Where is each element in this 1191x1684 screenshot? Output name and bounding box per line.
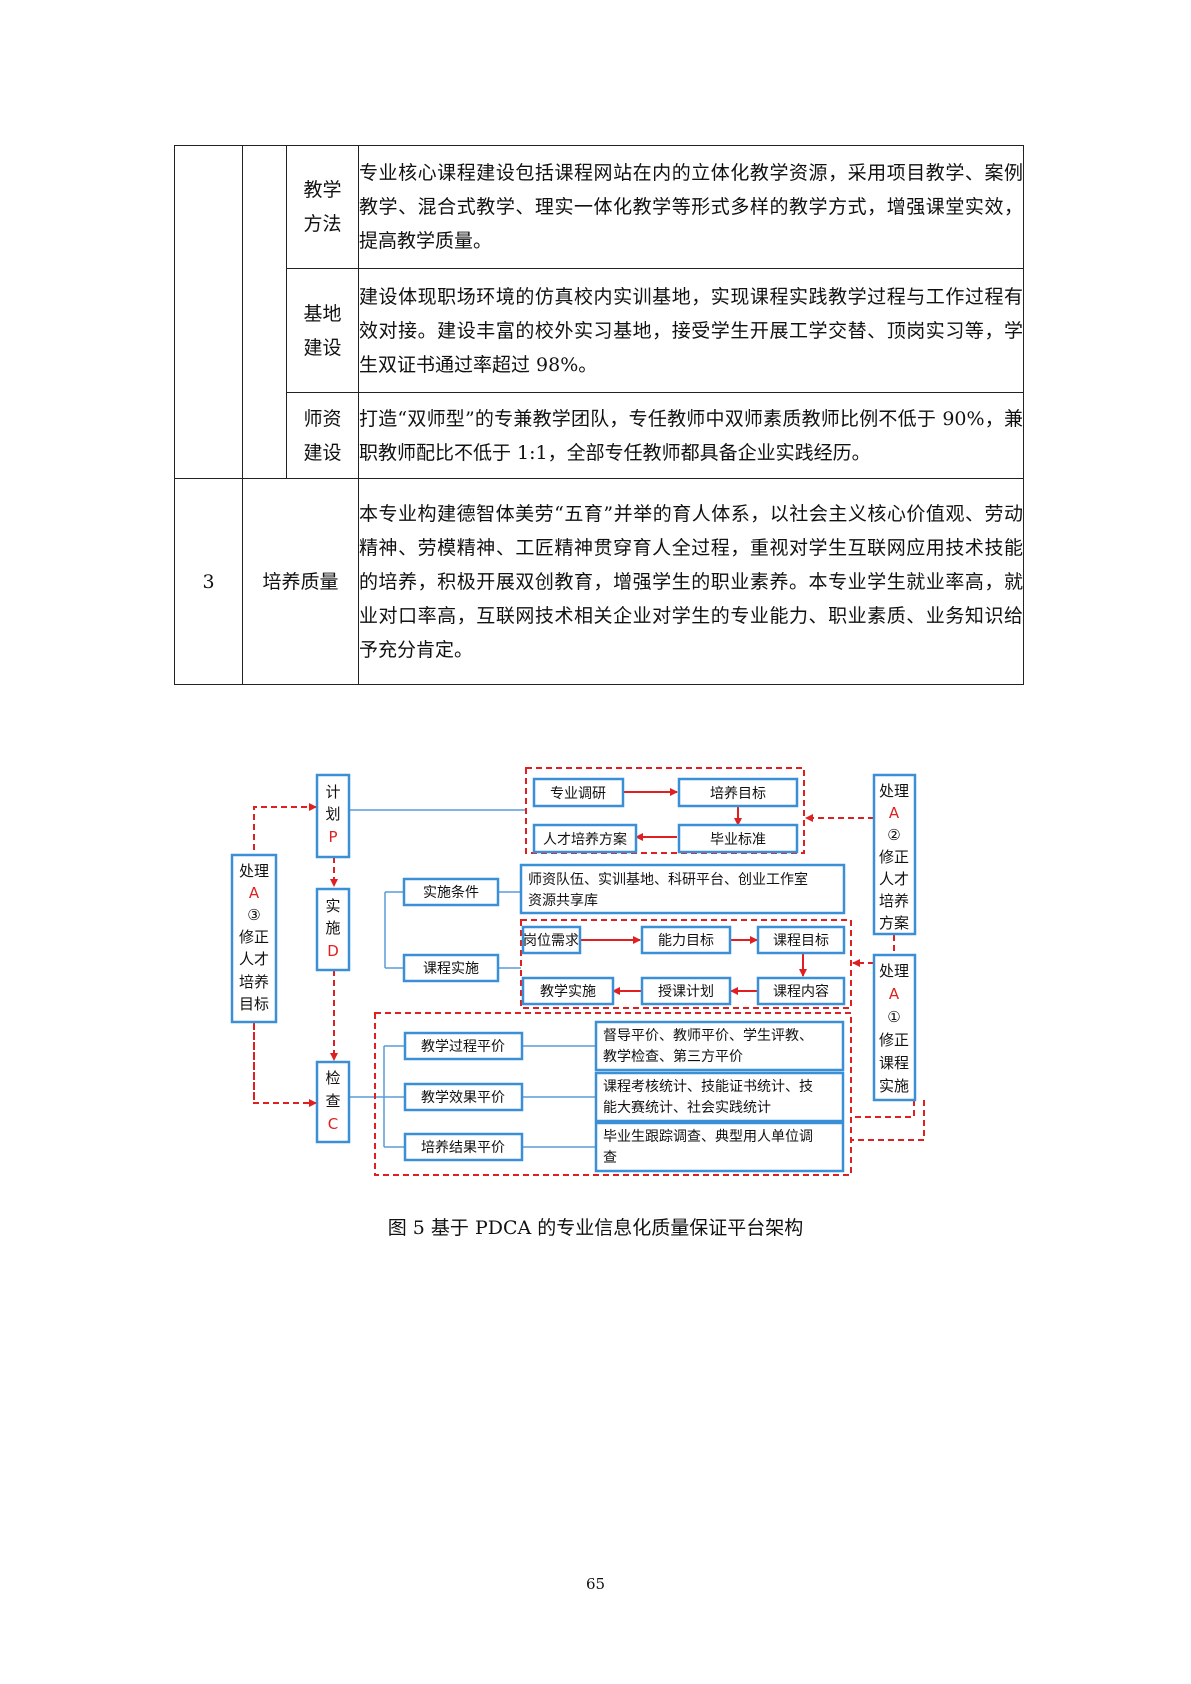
- act1-letter: A: [889, 985, 900, 1003]
- connector-lines: [349, 809, 596, 1148]
- act3-text-3: 培养: [239, 973, 269, 991]
- plan-label-2: 划: [325, 805, 340, 823]
- act1-text-3: 实施: [879, 1077, 909, 1095]
- plan-box-standard: 毕业标准: [710, 832, 766, 848]
- pdca-labels: 计 划 P 实 施 D 检 查 C 处理 A ③ 修正 人才 培养 目标 处理 …: [239, 782, 909, 1133]
- act1-label: 处理: [879, 962, 909, 980]
- act1-text-1: 修正: [879, 1031, 909, 1049]
- do-letter: D: [327, 942, 339, 960]
- check-label-2: 查: [325, 1092, 340, 1110]
- plan-box-research: 专业调研: [550, 786, 606, 802]
- row-content-teaching-method: 专业核心课程建设包括课程网站在内的立体化教学资源，采用项目教学、案例教学、混合式…: [358, 145, 1024, 269]
- detail-labels: 师资队伍、实训基地、科研平台、创业工作室 资源共享库 督导平价、教师平价、学生评…: [528, 871, 813, 1166]
- eval-detail-result-1: 毕业生跟踪调查、典型用人单位调: [603, 1129, 813, 1145]
- act3-letter: A: [249, 884, 260, 902]
- eval-label-effect: 教学效果平价: [421, 1090, 505, 1106]
- row-index-3: 3: [174, 478, 243, 685]
- eval-detail-result-2: 查: [603, 1150, 617, 1166]
- act1-mark: ①: [887, 1008, 900, 1026]
- row-content-faculty-building: 打造“双师型”的专兼教学团队，专任教师中双师素质教师比例不低于 90%，兼职教师…: [358, 392, 1024, 479]
- diagram-boxes: [230, 773, 917, 1173]
- act2-letter: A: [889, 804, 900, 822]
- act3-text-1: 修正: [239, 928, 269, 946]
- row-content-training-quality: 本专业构建德智体美劳“五育”并举的育人体系，以社会主义核心价值观、劳动精神、劳模…: [358, 478, 1024, 685]
- impl-condition-detail-2: 资源共享库: [528, 892, 598, 909]
- row-content-base-building: 建设体现职场环境的仿真校内实训基地，实现课程实践教学过程与工作过程有效对接。建设…: [358, 268, 1024, 393]
- row-label-teaching-method: 教学方法: [286, 145, 359, 269]
- impl-condition-label: 实施条件: [423, 884, 479, 901]
- course-box-teaching: 教学实施: [540, 984, 596, 1000]
- table-cell-index-empty: [174, 145, 243, 479]
- act2-mark: ②: [887, 826, 900, 844]
- act3-text-4: 目标: [239, 995, 269, 1013]
- act1-text-2: 课程: [879, 1054, 909, 1072]
- course-box-course-content: 课程内容: [773, 983, 829, 1000]
- eval-label-result: 培养结果平价: [421, 1140, 505, 1156]
- do-label-1: 实: [325, 897, 340, 915]
- check-label-1: 检: [325, 1069, 340, 1087]
- plan-box-scheme: 人才培养方案: [543, 831, 627, 848]
- eval-label-process: 教学过程平价: [421, 1039, 505, 1055]
- check-letter: C: [328, 1115, 338, 1133]
- row-label-training-quality: 培养质量: [242, 478, 359, 685]
- page-number: 65: [585, 1575, 606, 1593]
- box-labels: 专业调研 培养目标 毕业标准 人才培养方案 实施条件 课程实施 岗位需求 能力目…: [421, 786, 829, 1156]
- impl-condition-detail-1: 师资队伍、实训基地、科研平台、创业工作室: [528, 871, 808, 888]
- figure-caption: 图 5 基于 PDCA 的专业信息化质量保证平台架构: [387, 1217, 804, 1239]
- course-box-job-demand: 岗位需求: [523, 933, 579, 949]
- act2-text-2: 人才: [879, 870, 909, 888]
- act2-text-3: 培养: [879, 892, 909, 910]
- eval-detail-process-2: 教学检查、第三方平价: [603, 1048, 743, 1065]
- act2-label: 处理: [879, 782, 909, 800]
- eval-detail-process-1: 督导平价、教师平价、学生评教、: [603, 1028, 813, 1044]
- quality-table: 教学方法 专业核心课程建设包括课程网站在内的立体化教学资源，采用项目教学、案例教…: [174, 145, 1024, 685]
- solid-flow-arrows: [580, 788, 807, 995]
- act3-text-2: 人才: [239, 950, 269, 968]
- course-impl-label: 课程实施: [423, 961, 479, 977]
- do-label-2: 施: [325, 919, 340, 937]
- act3-mark: ③: [247, 906, 260, 924]
- plan-letter: P: [328, 828, 337, 846]
- act2-text-1: 修正: [879, 848, 909, 866]
- eval-detail-effect-2: 能大赛统计、社会实践统计: [603, 1100, 771, 1116]
- dashed-frames: [374, 767, 852, 1176]
- act2-text-4: 方案: [879, 914, 909, 932]
- act3-label: 处理: [239, 862, 269, 880]
- eval-detail-effect-1: 课程考核统计、技能证书统计、技: [603, 1079, 813, 1095]
- course-box-course-goal: 课程目标: [773, 933, 829, 949]
- plan-box-goal: 培养目标: [710, 786, 766, 802]
- plan-label-1: 计: [325, 783, 340, 801]
- row-label-faculty-building: 师资建设: [286, 392, 359, 479]
- course-box-lesson-plan: 授课计划: [658, 984, 714, 1000]
- course-box-ability-goal: 能力目标: [658, 933, 714, 949]
